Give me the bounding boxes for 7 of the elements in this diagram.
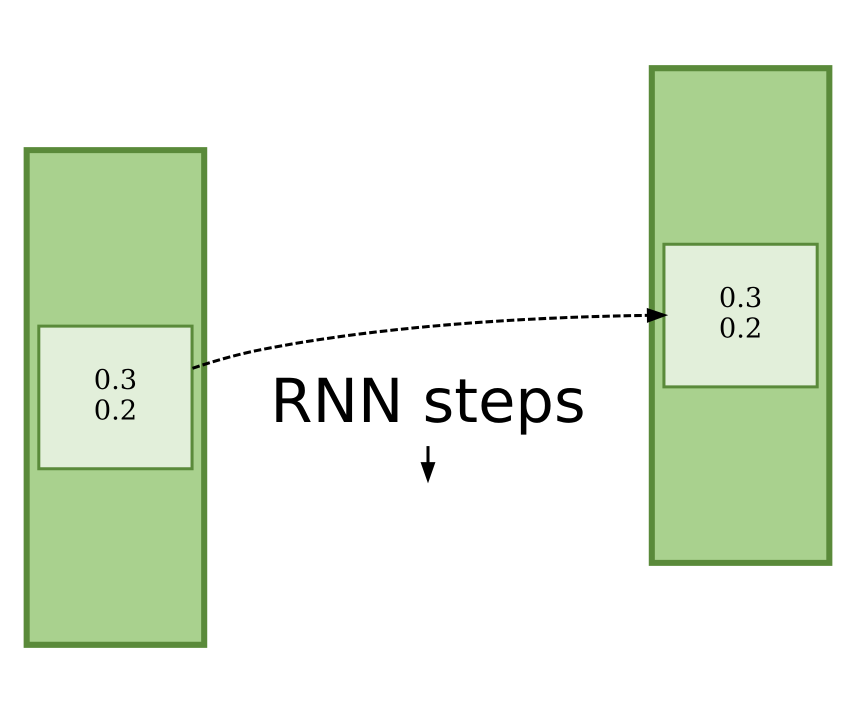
arrow — [192, 308, 668, 370]
node-box: 0.3 0.2 — [37, 324, 194, 470]
arrow — [420, 446, 436, 484]
node-box: 0.3 0.2 — [662, 242, 819, 388]
node-text: RNN steps — [270, 366, 586, 437]
cluster — [648, 65, 832, 566]
cluster — [24, 147, 208, 648]
